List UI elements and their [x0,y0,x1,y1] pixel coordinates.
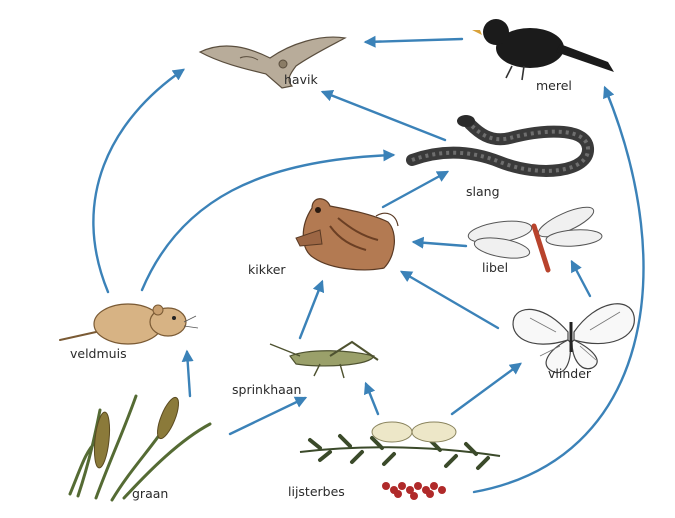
grasshopper-icon [270,342,378,378]
label-sprinkhaan: sprinkhaan [232,382,301,397]
arrow-kikker-slang [383,172,447,207]
arrow-lijsterbes-sprinkhaan [366,384,378,414]
grain-icon [70,395,210,500]
arrow-sprinkhaan-kikker [300,282,322,338]
frog-icon [296,199,398,270]
arrow-veldmuis-havik [93,70,183,292]
arrow-slang-havik [323,92,445,140]
hawk-icon [200,37,345,88]
arrow-libel-kikker [414,242,466,246]
label-lijsterbes: lijsterbes [288,484,345,499]
arrow-vlinder-kikker [402,272,498,328]
label-havik: havik [284,72,318,87]
blackbird-icon [472,19,614,80]
label-graan: graan [132,486,168,501]
label-libel: libel [482,260,508,275]
arrow-vlinder-libel [572,262,590,296]
arrow-graan-sprinkhaan [230,398,305,434]
snake-icon [412,115,588,171]
butterfly-icon [513,304,634,373]
label-kikker: kikker [248,262,286,277]
vole-icon [60,304,198,344]
label-merel: merel [536,78,572,93]
label-vlinder: vlinder [548,366,592,381]
arrow-lijsterbes-merel [474,88,643,492]
arrow-graan-veldmuis [187,352,190,396]
label-slang: slang [466,184,500,199]
arrow-lijsterbes-vlinder [452,364,520,414]
label-veldmuis: veldmuis [70,346,127,361]
arrow-merel-havik [366,39,462,42]
